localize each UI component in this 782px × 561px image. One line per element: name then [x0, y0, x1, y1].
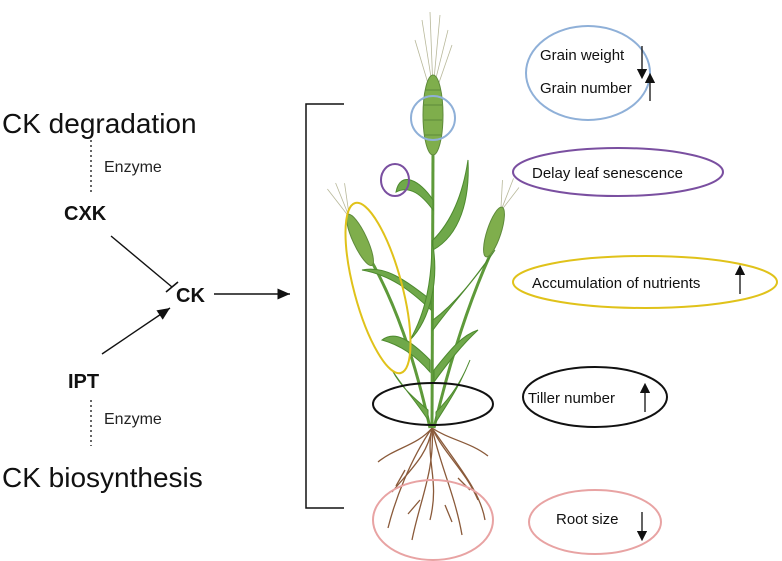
tiller-effect-oval [522, 366, 668, 428]
plant-bracket [305, 103, 344, 509]
tiller-highlight-oval [372, 382, 494, 426]
ck-degradation-label: CK degradation [2, 108, 197, 139]
inhibit-bar [165, 281, 179, 293]
ck-biosynthesis-label: CK biosynthesis [2, 462, 203, 493]
grain-number-label: Grain number [540, 80, 632, 97]
roots [377, 427, 489, 541]
root-effect-oval [528, 489, 662, 555]
stems [363, 149, 492, 429]
ipt-label: IPT [68, 371, 99, 393]
leaf-highlight-circle [380, 163, 410, 197]
ck-label: CK [176, 285, 205, 307]
grain-weight-label: Grain weight [540, 47, 625, 64]
cxk-label: CXK [64, 203, 107, 225]
grain-highlight-circle [410, 95, 456, 141]
leaf-effect-oval [512, 147, 724, 197]
wheat-plant-illustration [327, 11, 520, 541]
root-size-label: Root size [556, 511, 619, 528]
grain-effect-oval [525, 25, 651, 121]
nutrients-effect-oval [512, 255, 778, 309]
left-ear [327, 182, 374, 267]
nutrients-highlight-oval [344, 201, 412, 375]
enzyme-top-label: Enzyme [104, 159, 162, 176]
leaves [361, 159, 496, 424]
enzyme-bottom-label: Enzyme [104, 411, 162, 428]
root-highlight-oval [372, 479, 494, 561]
delay-leaf-senescence-label: Delay leaf senescence [532, 165, 683, 182]
accumulation-of-nutrients-label: Accumulation of nutrients [532, 275, 700, 292]
cxk-inhibit-line [110, 235, 173, 288]
tiller-number-label: Tiller number [528, 390, 615, 407]
main-ear [414, 11, 453, 156]
ipt-to-ck-arrow [101, 307, 171, 355]
right-ear [483, 178, 520, 258]
